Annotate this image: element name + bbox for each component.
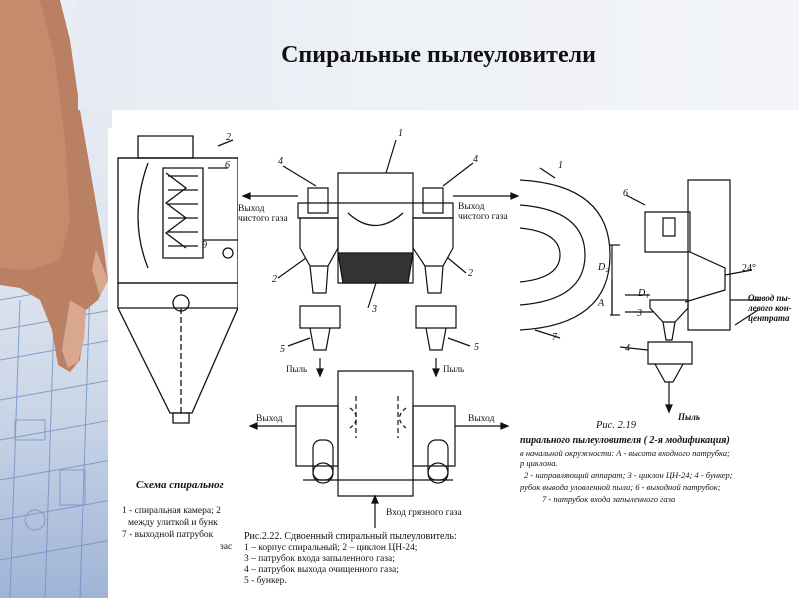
dimension-a: A — [598, 298, 605, 309]
right-caption-line: 7 - патрубок входа запыленного газа — [542, 494, 676, 504]
number-label: 2 — [468, 268, 473, 279]
left-caption-line: 1 - спиральная камера; 2 — [122, 506, 221, 516]
exit-label-left: Выход — [256, 414, 283, 424]
right-caption-line: р циклона. — [520, 458, 558, 468]
dimension-d2: D₂ — [598, 262, 609, 273]
slide-title: Спиральные пылеуловители — [281, 42, 596, 68]
center-caption-title: Рис.2.22. Сдвоенный спиральный пылеулови… — [244, 531, 457, 542]
center-caption-line: 3 – патрубок входа запыленного газа; — [244, 554, 395, 564]
number-label: 5 — [474, 342, 479, 353]
left-caption-line: 7 - выходной патрубок — [122, 530, 214, 540]
angle-label: 24° — [742, 263, 756, 274]
number-label: 1 — [398, 128, 403, 139]
outlet-label-right: Выход чистого газа — [458, 202, 508, 222]
number-label: 4 — [625, 343, 630, 354]
double-cyclone-figure: 1 4 4 2 2 3 5 5 Выход чистого газа Выход… — [238, 118, 523, 598]
right-caption-line: в начальной окружности: A - высота входн… — [520, 448, 730, 458]
right-caption-title: пирального пылеуловителя ( 2-я модификац… — [520, 435, 730, 446]
center-caption-line: 4 – патрубок выхода очищенного газа; — [244, 565, 399, 575]
number-label: 9 — [202, 240, 207, 251]
slide-header: Спиральные пылеуловители — [78, 0, 799, 110]
dust-label: Пыль — [678, 412, 700, 422]
dust-label-left: Пыль — [286, 364, 308, 374]
number-label: 3 — [637, 308, 642, 319]
left-cyclone-figure: 2 6 9 Схема спиральног 1 - спиральная ка… — [108, 128, 238, 598]
hand-illustration — [0, 0, 112, 598]
right-caption-line: 2 - направляющий аппарат; 3 - циклон ЦН-… — [524, 470, 733, 480]
number-label: 5 — [280, 344, 285, 355]
center-caption-line: 5 - бункер. — [244, 576, 287, 586]
spiral-cyclone-drawing — [520, 150, 799, 510]
number-label: 6 — [225, 160, 230, 171]
left-caption-line: между улиткой и бунк — [128, 518, 218, 528]
dimension-d1: D₁ — [638, 288, 649, 299]
right-caption-line: рубок вывода уловленной пыли; 6 - выходн… — [520, 482, 721, 492]
double-cyclone-drawing — [238, 118, 523, 598]
number-label: 2 — [226, 132, 231, 143]
spiral-cyclone-mod2-figure: 1 6 7 3 4 D₂ A D₁ 24° Отвод пы- левого к… — [520, 150, 799, 510]
left-caption-line: зас — [220, 542, 233, 552]
number-label: 6 — [623, 188, 628, 199]
number-label: 7 — [552, 332, 557, 343]
number-label: 4 — [278, 156, 283, 167]
left-cyclone-drawing — [108, 128, 238, 598]
concentrate-outlet-label: Отвод пы- левого кон- центрата — [748, 293, 792, 323]
outlet-label-left: Выход чистого газа — [238, 204, 288, 224]
inlet-label: Вход грязного газа — [386, 508, 462, 518]
dust-label-right: Пыль — [443, 364, 465, 374]
number-label: 1 — [558, 160, 563, 171]
center-caption-line: 1 – корпус спиральный; 2 – циклон ЦН-24; — [244, 543, 418, 553]
number-label: 4 — [473, 154, 478, 165]
number-label: 2 — [272, 274, 277, 285]
number-label: 3 — [372, 304, 377, 315]
left-caption-title: Схема спиральног — [136, 479, 224, 491]
exit-label-right: Выход — [468, 414, 495, 424]
figure-number: Рис. 2.19 — [596, 420, 636, 431]
